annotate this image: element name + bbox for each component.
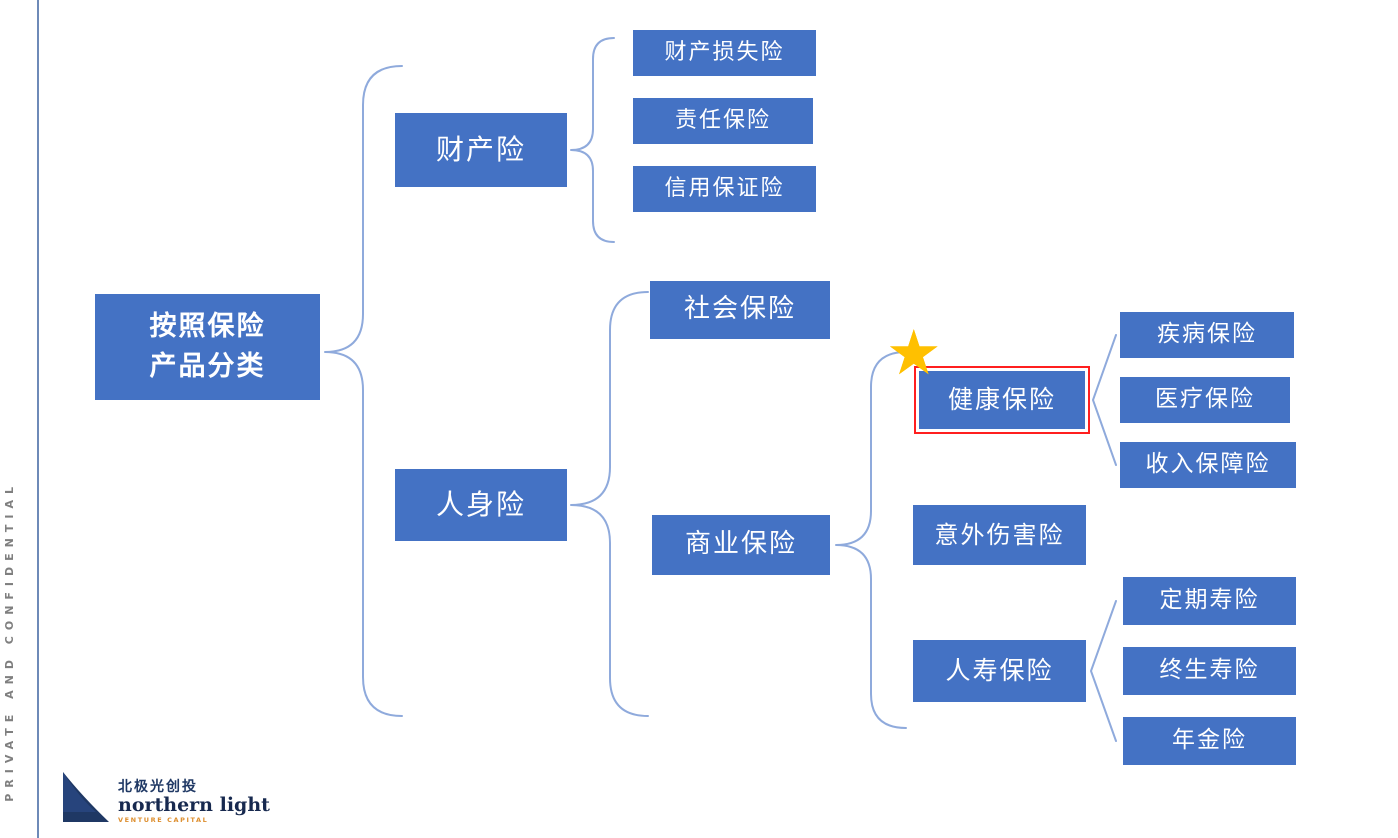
brace-root	[324, 65, 403, 717]
node-life-child-term: 定期寿险	[1123, 577, 1296, 625]
node-property: 财产险	[395, 113, 567, 187]
brace-commercial	[835, 351, 907, 729]
node-property-child-loss: 财产损失险	[633, 30, 816, 76]
node-health: 健康保险	[914, 366, 1090, 434]
node-health-child-income: 收入保障险	[1120, 442, 1296, 488]
confidential-sidebar-text: PRIVATE AND CONFIDENTIAL	[3, 481, 16, 802]
node-life-child-whole: 终生寿险	[1123, 647, 1296, 695]
node-property-child-liability: 责任保险	[633, 98, 813, 144]
logo-cn-label: 北极光创投	[118, 779, 198, 796]
node-social: 社会保险	[650, 281, 830, 339]
northern-light-logo: 北极光创投 northern light VENTURE CAPITAL	[58, 770, 270, 826]
logo-en-label: northern light	[118, 794, 270, 817]
node-health-child-disease: 疾病保险	[1120, 312, 1294, 358]
highlight-star-icon: ★	[886, 316, 942, 389]
node-life: 人寿保险	[913, 640, 1086, 702]
logo-text: 北极光创投 northern light VENTURE CAPITAL	[118, 776, 270, 826]
logo-mark-icon	[63, 772, 109, 822]
node-accident: 意外伤害险	[913, 505, 1086, 565]
brace-life-children	[1090, 600, 1117, 742]
node-property-child-credit: 信用保证险	[633, 166, 816, 212]
node-commercial: 商业保险	[652, 515, 830, 575]
node-life-child-annuity: 年金险	[1123, 717, 1296, 765]
node-root: 按照保险 产品分类	[95, 294, 320, 400]
brace-personal	[570, 291, 649, 717]
brace-property	[570, 37, 615, 243]
logo-sub-label: VENTURE CAPITAL	[118, 816, 209, 824]
node-personal: 人身险	[395, 469, 567, 541]
brace-health-children	[1092, 334, 1117, 466]
node-health-child-medical: 医疗保险	[1120, 377, 1290, 423]
